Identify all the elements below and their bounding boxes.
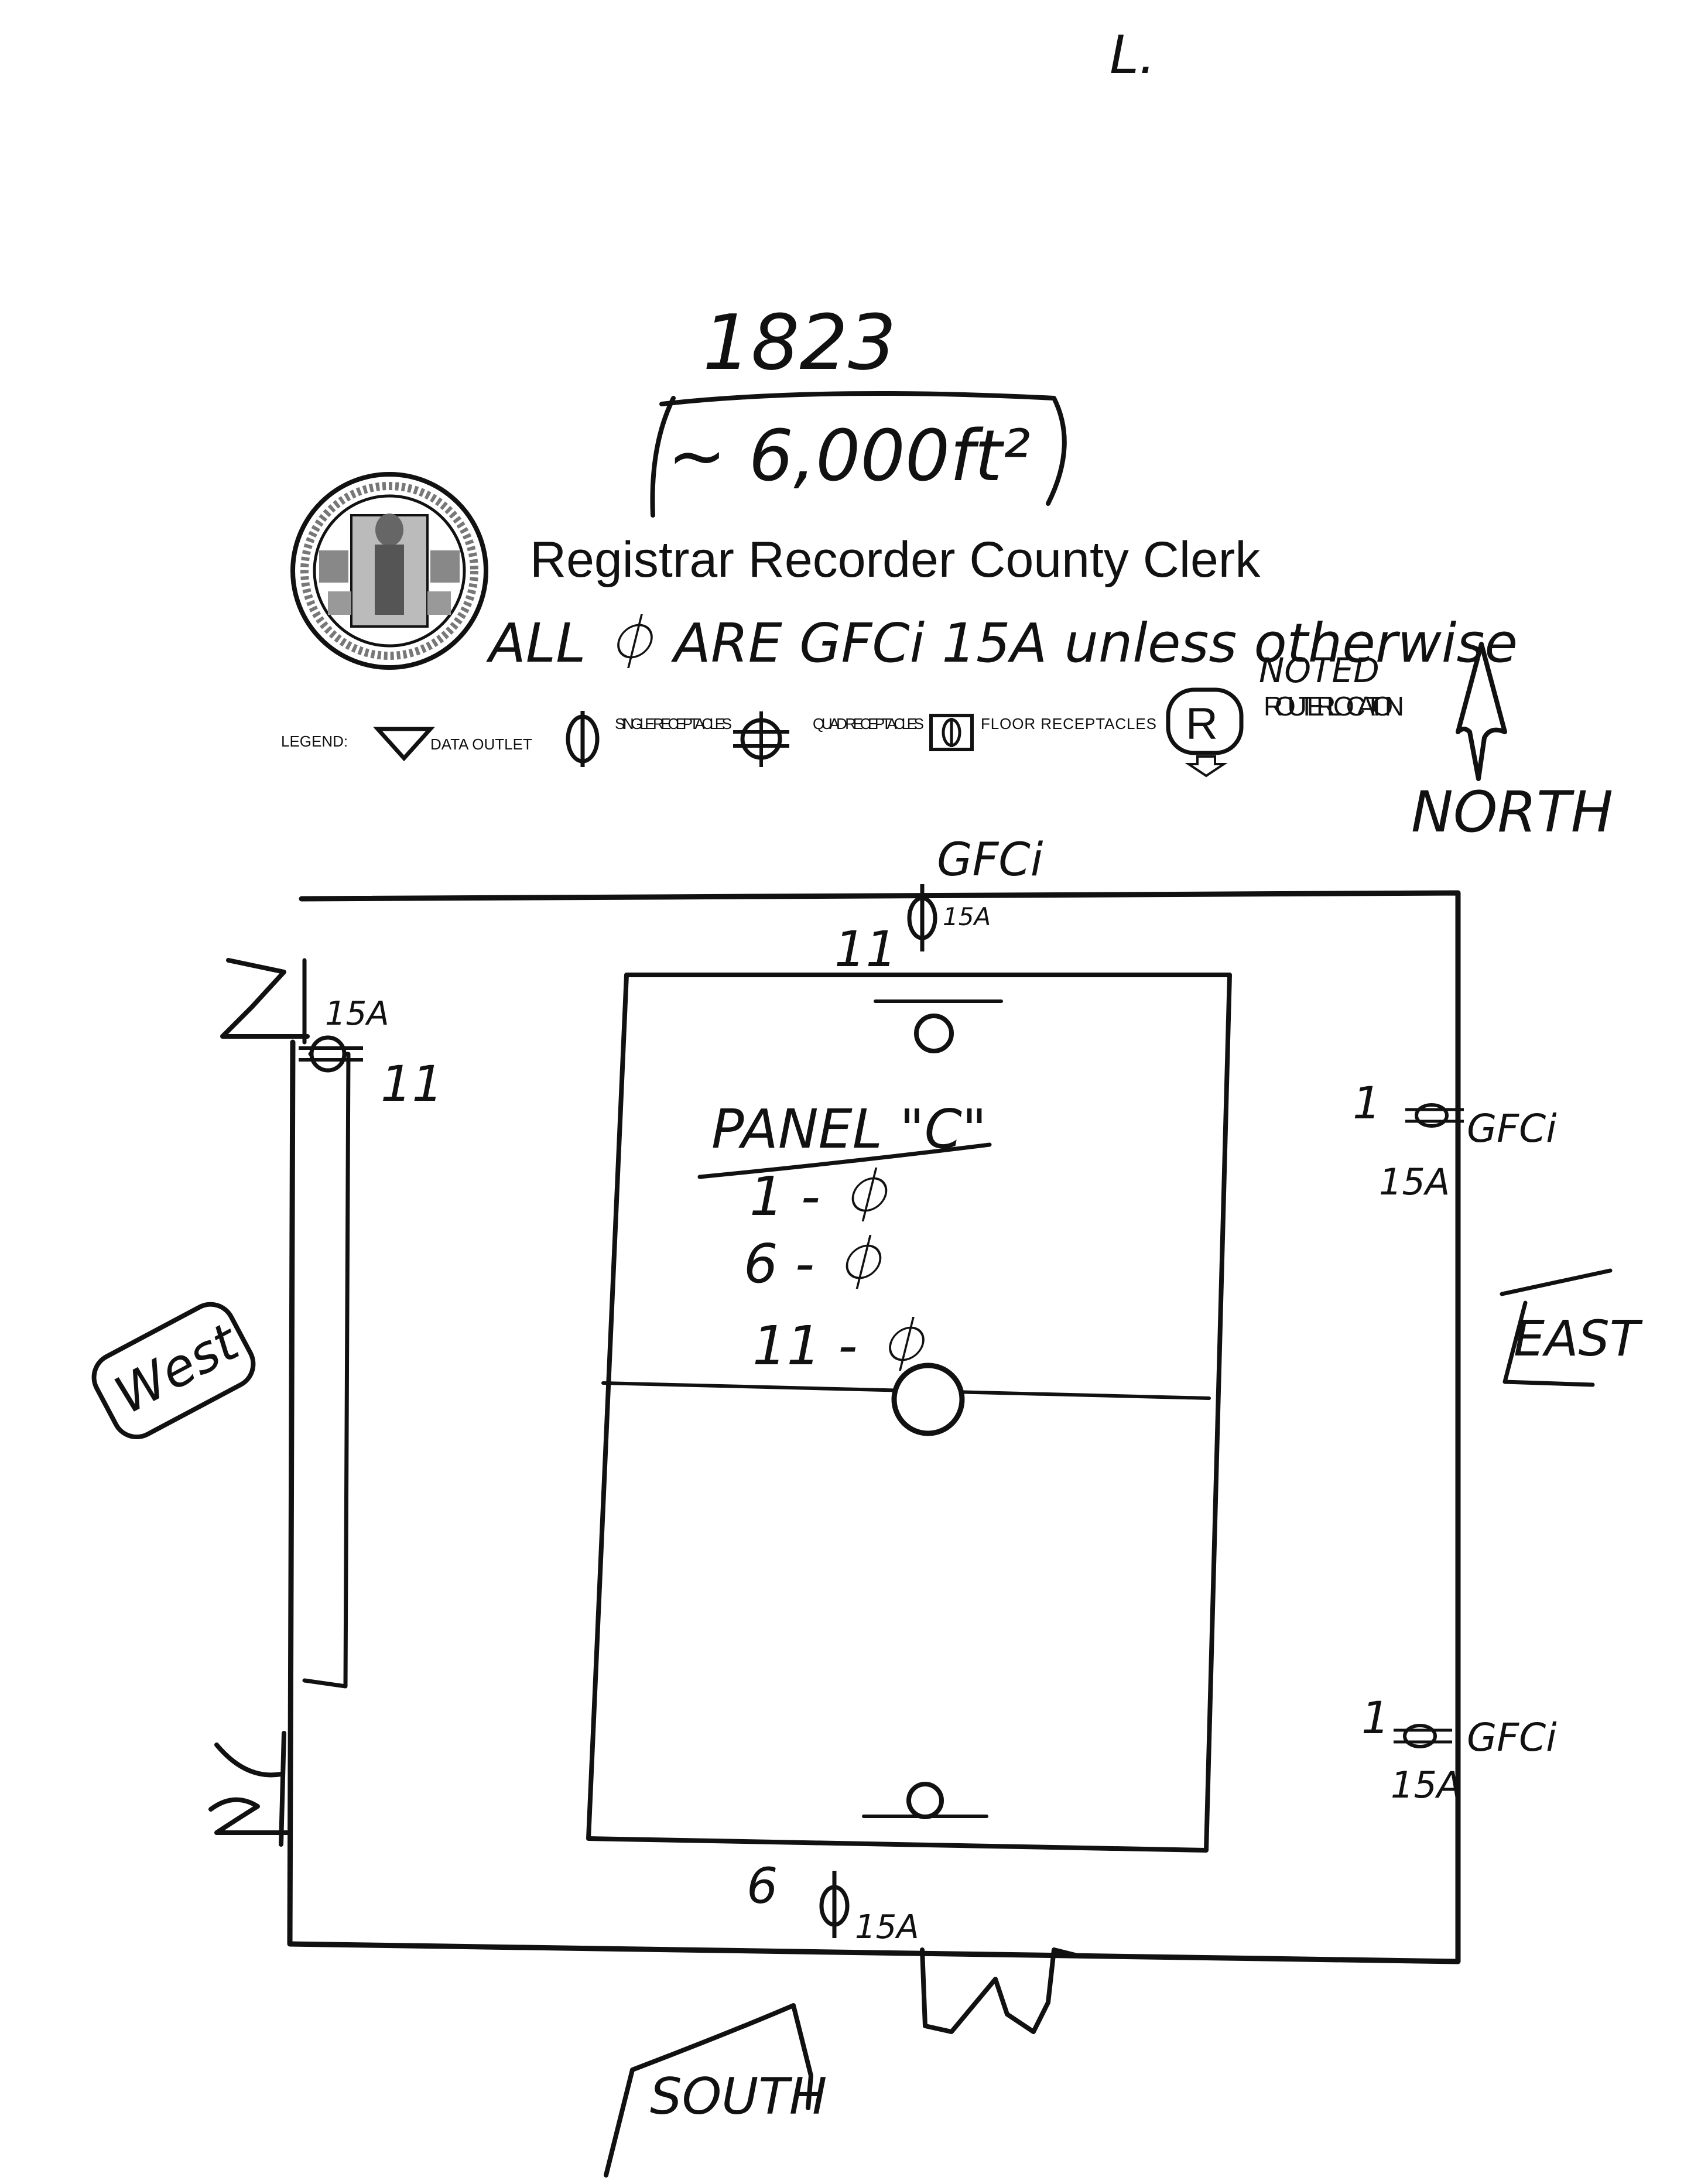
east-top-receptacle-icon bbox=[1405, 1103, 1464, 1128]
east-top-outlet-circuit: 1 bbox=[1353, 1077, 1381, 1129]
south-label: SOUTH bbox=[650, 2067, 827, 2126]
north-outlet-circuit: 11 bbox=[834, 920, 897, 978]
legend: LEGEND: DATA OUTLET SINGLE RECEPTACLES Q… bbox=[281, 687, 1404, 778]
north-single-receptacle-icon bbox=[907, 884, 937, 951]
building-outline bbox=[287, 890, 1461, 1964]
data-outlet-icon bbox=[373, 727, 435, 762]
west-label: West bbox=[105, 1311, 249, 1426]
north-outlet-amp: 15A bbox=[943, 902, 991, 931]
gfci-note: ALL ⏀ ARE GFCi 15A unless otherwise bbox=[486, 612, 1518, 675]
south-outlet-amp: 15A bbox=[855, 1908, 919, 1946]
corner-mark: L. bbox=[1110, 25, 1156, 86]
county-seal-icon bbox=[290, 472, 488, 670]
floor-box-south-icon bbox=[906, 1782, 944, 1819]
west-outlet-circuit: 11 bbox=[381, 1055, 443, 1112]
legend-floor-receptacles: FLOOR RECEPTACLES bbox=[981, 715, 1156, 732]
legend-router-location: ROUTER LOCATION bbox=[1264, 691, 1404, 721]
south-label-frame bbox=[604, 2003, 813, 2178]
router-icon: R bbox=[1166, 687, 1244, 778]
gfci-note-noted: NOTED bbox=[1259, 651, 1380, 690]
west-outlet-amp: 15A bbox=[325, 995, 389, 1033]
inner-room bbox=[586, 973, 1232, 1853]
east-label-frame bbox=[1500, 1268, 1613, 1387]
floor-box-north-icon bbox=[914, 1014, 954, 1053]
east-bottom-outlet-circuit: 1 bbox=[1361, 1692, 1389, 1744]
east-bottom-outlet-tag: GFCi bbox=[1467, 1715, 1557, 1760]
north-outlet-tag: GFCi bbox=[937, 834, 1043, 886]
area-estimate: ~ 6,000ft² bbox=[668, 416, 1031, 497]
panel-entry-6: 6 - ⏀ bbox=[744, 1233, 885, 1295]
router-letter: R bbox=[1186, 699, 1218, 749]
single-receptacle-icon bbox=[566, 711, 600, 767]
east-bottom-outlet-amp: 15A bbox=[1391, 1764, 1461, 1806]
west-door-top bbox=[220, 958, 310, 1039]
legend-single-receptacles: SINGLE RECEPTACLES bbox=[615, 715, 732, 732]
west-counter bbox=[302, 1052, 351, 1689]
west-label-frame bbox=[91, 1302, 256, 1440]
north-label: NORTH bbox=[1411, 779, 1613, 845]
east-top-outlet-tag: GFCi bbox=[1467, 1106, 1557, 1151]
panel-entry-1: 1 - ⏀ bbox=[749, 1165, 891, 1228]
east-label: EAST bbox=[1514, 1310, 1643, 1367]
floor-box-center-icon bbox=[891, 1363, 965, 1436]
legend-quad-receptacles: QUAD RECEPTACLES bbox=[813, 715, 924, 732]
quad-receptacle-icon bbox=[733, 711, 789, 767]
building-number: 1823 bbox=[703, 298, 896, 387]
panel-entry-11: 11 - ⏀ bbox=[752, 1314, 929, 1377]
east-bottom-receptacle-icon bbox=[1394, 1724, 1452, 1748]
west-door-bottom bbox=[208, 1731, 289, 1847]
area-bracket-left bbox=[650, 396, 676, 518]
east-top-outlet-amp: 15A bbox=[1379, 1161, 1450, 1203]
south-door bbox=[920, 1947, 1080, 2034]
legend-data-outlet: DATA OUTLET bbox=[430, 735, 532, 753]
west-receptacle-icon bbox=[299, 1035, 363, 1073]
org-title: Registrar Recorder County Clerk bbox=[530, 532, 1261, 588]
legend-label: LEGEND: bbox=[281, 732, 348, 750]
area-bracket-right bbox=[659, 391, 1067, 506]
south-single-receptacle-icon bbox=[819, 1871, 850, 1938]
west-label-group: West bbox=[91, 1302, 256, 1440]
floor-receptacle-icon bbox=[929, 714, 974, 751]
panel-underline bbox=[697, 1142, 992, 1179]
north-arrow-icon bbox=[1456, 642, 1507, 781]
south-outlet-circuit: 6 bbox=[747, 1857, 778, 1915]
